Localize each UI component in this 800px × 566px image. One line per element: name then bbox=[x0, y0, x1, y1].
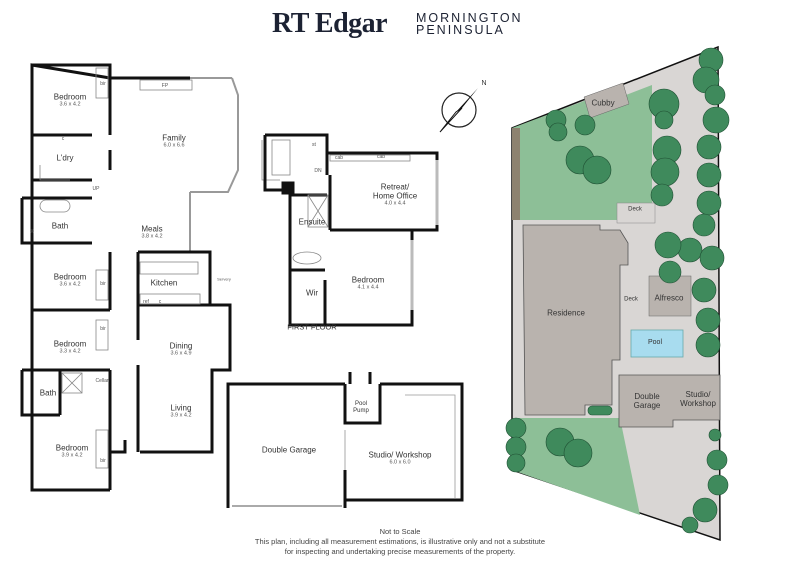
site-studio-workshop: Studio/Workshop bbox=[680, 389, 716, 408]
bir-label: bir bbox=[100, 326, 106, 333]
cupboard-label: c bbox=[61, 136, 65, 143]
not-to-scale-note: Not to Scale bbox=[379, 527, 421, 536]
site-cubby: Cubby bbox=[591, 98, 615, 108]
servery-label: Servery bbox=[217, 276, 231, 282]
cab-label: cab bbox=[376, 154, 386, 161]
site-deck-2: Deck bbox=[624, 296, 638, 303]
bir-label: bir bbox=[100, 281, 106, 288]
stairs-up-label: UP bbox=[92, 186, 100, 193]
fireplace-label: FP bbox=[161, 83, 169, 90]
site-deck-1: Deck bbox=[628, 206, 642, 213]
room-bath-2: Bath bbox=[39, 388, 57, 398]
region-logo: MORNINGTON PENINSULA bbox=[416, 11, 523, 37]
room-double-garage: Double Garage bbox=[261, 445, 317, 455]
room-wir: Wir bbox=[306, 288, 318, 298]
site-residence: Residence bbox=[547, 308, 585, 318]
wall bbox=[30, 63, 111, 492]
region-line-1: MORNINGTON bbox=[416, 11, 523, 25]
trees bbox=[505, 47, 730, 534]
room-kitchen: Kitchen bbox=[150, 278, 178, 288]
bir-label: bir bbox=[100, 458, 106, 465]
x-label: X bbox=[30, 229, 34, 236]
site-alfresco: Alfresco bbox=[654, 293, 684, 303]
stairs-down-label: DN bbox=[314, 168, 322, 175]
room-ensuite: Ensuite bbox=[298, 217, 326, 227]
fridge-label: ref bbox=[143, 299, 149, 306]
compass-north-label: N bbox=[481, 79, 487, 87]
wall bbox=[32, 63, 112, 135]
site-pool: Pool bbox=[647, 338, 663, 346]
room-bath-1: Bath bbox=[51, 221, 69, 231]
region-line-2: PENINSULA bbox=[416, 22, 505, 37]
disclaimer-line-2: for inspecting and undertaking precise m… bbox=[284, 547, 516, 556]
cupboard-label: c bbox=[158, 299, 162, 306]
disclaimer-line-1: This plan, including all measurement est… bbox=[254, 537, 546, 546]
st-label: st bbox=[312, 142, 316, 149]
room-laundry: L'dry bbox=[56, 153, 74, 163]
bir-label: bir bbox=[100, 81, 106, 88]
brand-logo: RT Edgar bbox=[272, 8, 388, 39]
cab-label: cab bbox=[334, 155, 344, 162]
room-cellar: Cellar bbox=[95, 378, 109, 385]
compass-needle-north bbox=[456, 88, 478, 112]
first-floor-title: FIRST FLOOR bbox=[287, 322, 337, 332]
